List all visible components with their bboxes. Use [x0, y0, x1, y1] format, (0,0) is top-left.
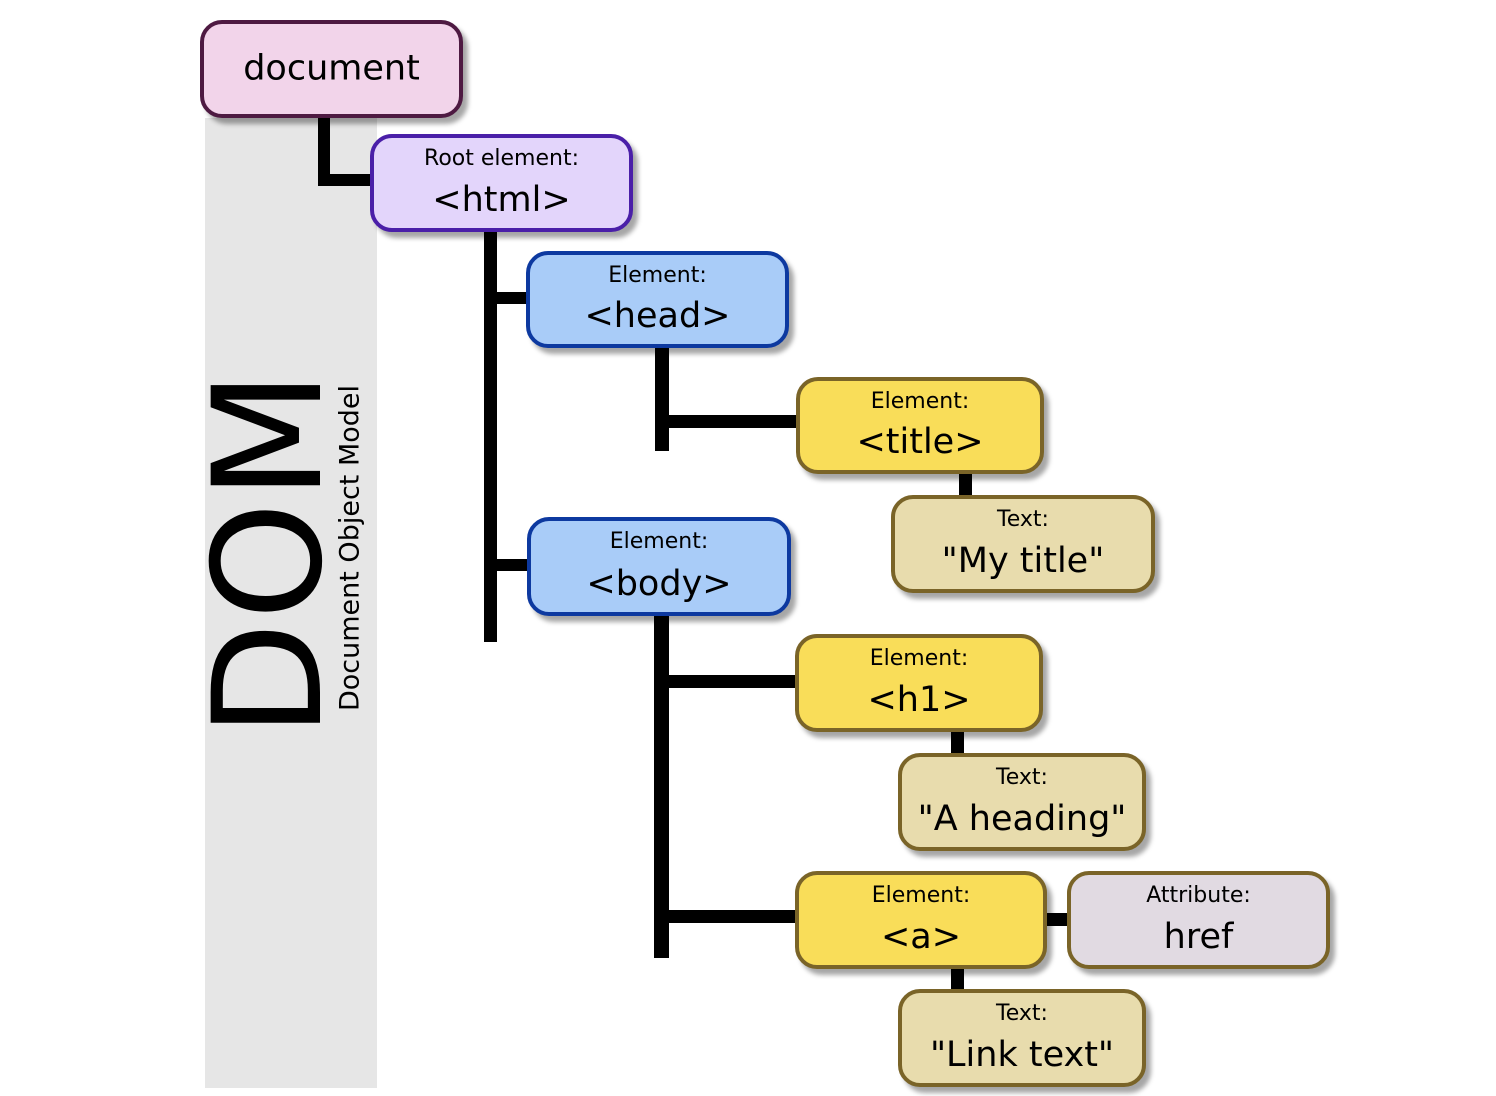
node-a: Element: <a> [795, 871, 1047, 969]
node-h1-text-value: "A heading" [917, 799, 1127, 839]
connector-body-h1 [654, 675, 798, 688]
node-title-text-value: "My title" [941, 541, 1105, 581]
node-h1-value: <h1> [867, 680, 971, 720]
node-a-text-kind: Text: [996, 1001, 1048, 1026]
node-title-kind: Element: [870, 389, 970, 414]
node-a-attribute-kind: Attribute: [1146, 883, 1251, 908]
node-a-attribute: Attribute: href [1067, 871, 1330, 969]
node-title-value: <title> [856, 422, 984, 462]
connector-html-body [484, 559, 530, 571]
dom-title: DOM [182, 369, 356, 738]
node-h1-kind: Element: [869, 646, 969, 671]
node-title: Element: <title> [796, 377, 1044, 474]
dom-title-text: DOM [182, 368, 356, 738]
node-document: document [200, 20, 463, 118]
connector-head-title [655, 415, 798, 428]
node-html-value: <html> [432, 180, 571, 220]
side-band [205, 118, 377, 1088]
connector-a-text [951, 967, 964, 992]
node-h1: Element: <h1> [795, 634, 1043, 732]
node-h1-text-kind: Text: [996, 765, 1048, 790]
node-a-text: Text: "Link text" [898, 989, 1146, 1087]
connector-html-trunk [484, 232, 497, 642]
node-head-kind: Element: [608, 263, 707, 288]
connector-h1-text [951, 731, 964, 755]
node-html-kind: Root element: [424, 146, 579, 171]
connector-title-text [959, 473, 972, 497]
connector-document-vertical [318, 118, 330, 186]
dom-subtitle-text: Document Object Model [334, 384, 366, 712]
node-h1-text: Text: "A heading" [898, 753, 1146, 851]
node-body-value: <body> [586, 564, 732, 604]
node-title-text: Text: "My title" [891, 495, 1155, 593]
connector-head-trunk [655, 348, 669, 451]
dom-subtitle: Document Object Model [330, 372, 370, 724]
connector-html-head [484, 292, 528, 304]
node-head-value: <head> [584, 296, 731, 336]
node-title-text-kind: Text: [997, 507, 1049, 532]
connector-body-trunk [654, 616, 669, 958]
node-a-text-value: "Link text" [929, 1035, 1115, 1075]
node-head: Element: <head> [526, 251, 789, 348]
connector-a-attribute [1045, 913, 1070, 926]
node-a-attribute-value: href [1163, 917, 1234, 957]
node-html: Root element: <html> [370, 134, 633, 232]
node-body: Element: <body> [527, 517, 791, 616]
node-body-kind: Element: [609, 529, 709, 554]
node-a-value: <a> [880, 917, 962, 957]
connector-body-a [654, 910, 798, 923]
connector-document-html [318, 174, 372, 186]
node-a-kind: Element: [871, 883, 971, 908]
node-document-label: document [243, 48, 420, 89]
